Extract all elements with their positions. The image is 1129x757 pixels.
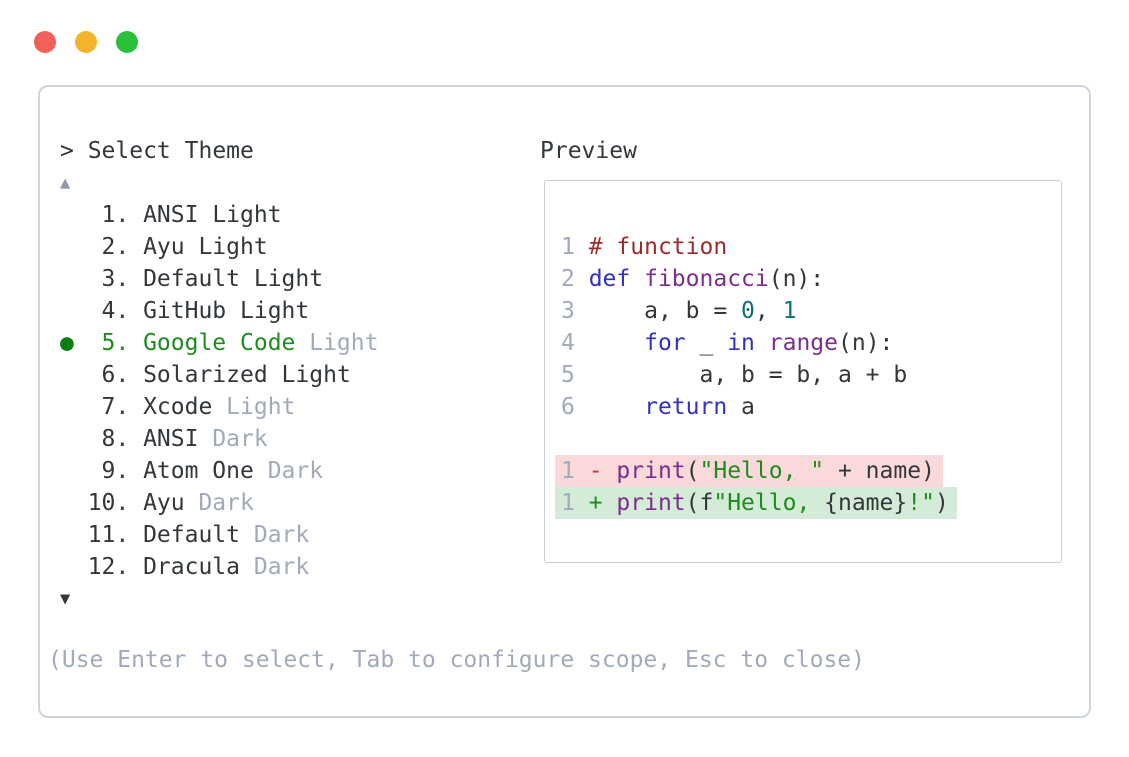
code-line-add: 1 + print(f"Hello, {name}!") (555, 487, 1061, 519)
theme-item-6[interactable]: 6. Solarized Light (101, 362, 351, 388)
theme-item-5[interactable]: ●5. Google Code Light (60, 327, 378, 359)
theme-item-7[interactable]: 7. Xcode Light (101, 394, 296, 420)
theme-item-10[interactable]: 10. Ayu Dark (87, 490, 254, 516)
keyboard-hint: (Use Enter to select, Tab to configure s… (48, 647, 865, 673)
code-line: 2 def fibonacci(n): (561, 266, 825, 292)
select-theme-prompt: > Select Theme (60, 138, 254, 164)
theme-picker-panel: > Select Theme ▲ 1. ANSI Light 2. Ayu Lig… (38, 85, 1091, 718)
code-line: 5 a, b = b, a + b (561, 362, 908, 388)
theme-item-12[interactable]: 12. Dracula Dark (87, 554, 310, 580)
code-preview: 1 # function 2 def fibonacci(n): 3 a, b = … (544, 180, 1062, 563)
selected-marker-icon: ● (60, 330, 74, 356)
code-line (561, 423, 1061, 455)
scroll-up-icon[interactable]: ▲ (60, 173, 71, 193)
code-line: 6 return a (561, 394, 755, 420)
theme-item-1[interactable]: 1. ANSI Light (101, 202, 282, 228)
scroll-down-icon[interactable]: ▼ (60, 589, 71, 609)
theme-item-9[interactable]: 9. Atom One Dark (101, 458, 324, 484)
theme-item-3[interactable]: 3. Default Light (101, 266, 324, 292)
theme-item-8[interactable]: 8. ANSI Dark (101, 426, 268, 452)
code-line: 3 a, b = 0, 1 (561, 298, 797, 324)
theme-item-4[interactable]: 4. GitHub Light (101, 298, 310, 324)
theme-selector: > Select Theme ▲ 1. ANSI Light 2. Ayu Lig… (60, 135, 378, 615)
close-button[interactable] (34, 31, 56, 53)
preview-label: Preview (540, 138, 637, 164)
theme-item-2[interactable]: 2. Ayu Light (101, 234, 268, 260)
minimize-button[interactable] (75, 31, 97, 53)
theme-list: 1. ANSI Light 2. Ayu Light 3. Default Ligh… (60, 199, 378, 583)
maximize-button[interactable] (116, 31, 138, 53)
theme-item-11[interactable]: 11. Default Dark (87, 522, 310, 548)
code-line: 4 for _ in range(n): (561, 330, 894, 356)
code-line-del: 1 - print("Hello, " + name) (555, 455, 1061, 487)
code-line: 1 # function (561, 234, 728, 260)
window-controls (34, 31, 138, 53)
